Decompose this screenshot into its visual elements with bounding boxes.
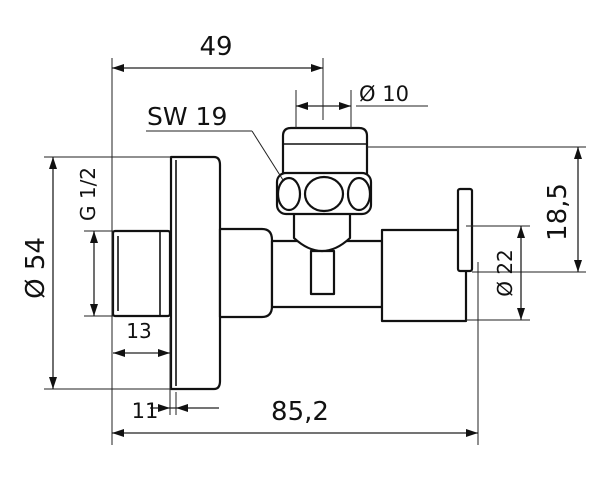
handle-lever <box>456 187 474 273</box>
label-spindle-dia: Ø 10 <box>359 82 409 106</box>
label-height-right: 18,5 <box>543 183 573 241</box>
spindle-cap <box>281 126 369 177</box>
label-total-length: 85,2 <box>271 397 329 427</box>
label-wrench-size: SW 19 <box>147 102 227 131</box>
body-pipe <box>218 227 274 319</box>
hex-nut-flat-right <box>346 176 372 212</box>
dimension-lines <box>49 64 582 437</box>
hex-nut-flat-left <box>276 176 302 212</box>
outlet-block <box>380 228 468 323</box>
hex-nut-flat-center <box>303 175 345 213</box>
label-thread-length: 13 <box>126 319 151 343</box>
label-flange-dia: Ø 54 <box>21 237 51 299</box>
dim-offset-arrow-right <box>176 404 188 412</box>
neck <box>292 209 352 253</box>
valve-body <box>111 126 474 391</box>
flange <box>169 155 222 391</box>
inner-spindle <box>309 249 336 296</box>
label-outlet-dia: Ø 22 <box>493 249 517 297</box>
label-width-top: 49 <box>199 32 232 62</box>
dim-offset-arrow-left <box>158 404 170 412</box>
dimension-labels: 49 Ø 10 SW 19 G 1/2 Ø 54 18,5 Ø 22 13 11… <box>21 32 573 427</box>
label-thread: G 1/2 <box>76 167 100 221</box>
thread-inlet <box>111 229 172 318</box>
label-offset: 11 <box>132 399 159 423</box>
